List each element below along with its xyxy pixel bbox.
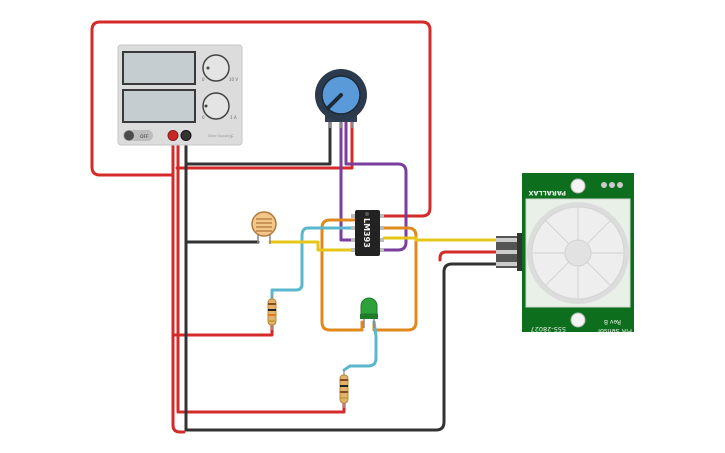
positive-terminal[interactable]: [167, 130, 179, 141]
voltage-min-mark: 0: [202, 77, 205, 82]
purple-wire-left[interactable]: [339, 120, 358, 242]
current-knob[interactable]: [202, 92, 230, 120]
voltage-knob[interactable]: [202, 54, 230, 82]
pir-sensor[interactable]: PARALLAX PIR Sensor Rev B 555-28027: [496, 173, 634, 335]
potentiometer-pointer: [326, 93, 343, 110]
ic-label: LM393: [362, 218, 371, 248]
yellow-wire-ldr[interactable]: [268, 240, 358, 252]
lightning-icon: ⚡: [229, 133, 234, 141]
power-switch-label: OFF: [140, 134, 149, 140]
purple-wire-right[interactable]: [344, 120, 408, 252]
black-wire-pir[interactable]: [184, 240, 500, 432]
lm393-ic[interactable]: LM393: [351, 210, 384, 256]
supply-brand: Solar Supply: [208, 134, 230, 138]
cyan-wire-r1[interactable]: [270, 226, 358, 300]
red-wire-r1[interactable]: [171, 135, 274, 337]
negative-terminal[interactable]: [180, 130, 192, 141]
cyan-wire-r2[interactable]: [342, 320, 378, 372]
current-min-mark: 0: [202, 115, 205, 120]
power-supply[interactable]: 10 V 1 A 0 0 OFF Solar Supply ⚡: [117, 44, 243, 146]
black-wire-ldr[interactable]: [184, 135, 260, 244]
pir-revision: Rev B: [604, 318, 621, 325]
led[interactable]: [360, 297, 378, 328]
resistor-1[interactable]: [267, 294, 277, 330]
resistor-2[interactable]: [339, 370, 349, 408]
red-wire-top-loop[interactable]: [90, 20, 432, 218]
potentiometer[interactable]: [315, 69, 367, 128]
current-display: [122, 89, 196, 123]
photoresistor[interactable]: [251, 211, 277, 244]
mount-hole-bottom: [570, 312, 586, 328]
current-knob-mark: 1 A: [230, 115, 237, 120]
mount-hole-top: [570, 178, 586, 194]
yellow-wire-pir[interactable]: [382, 236, 500, 242]
voltage-knob-mark: 10 V: [229, 77, 238, 82]
pir-part-number: 555-28027: [531, 325, 566, 333]
voltage-display: [122, 51, 196, 85]
orange-wire-right[interactable]: [372, 226, 418, 332]
orange-wire-left[interactable]: [320, 218, 364, 332]
red-wire-pir[interactable]: [171, 250, 500, 434]
red-wire-pot[interactable]: [175, 120, 354, 170]
pir-brand: PARALLAX: [528, 189, 566, 197]
pir-title: PIR Sensor: [597, 327, 632, 335]
red-wire-r2[interactable]: [176, 135, 346, 414]
